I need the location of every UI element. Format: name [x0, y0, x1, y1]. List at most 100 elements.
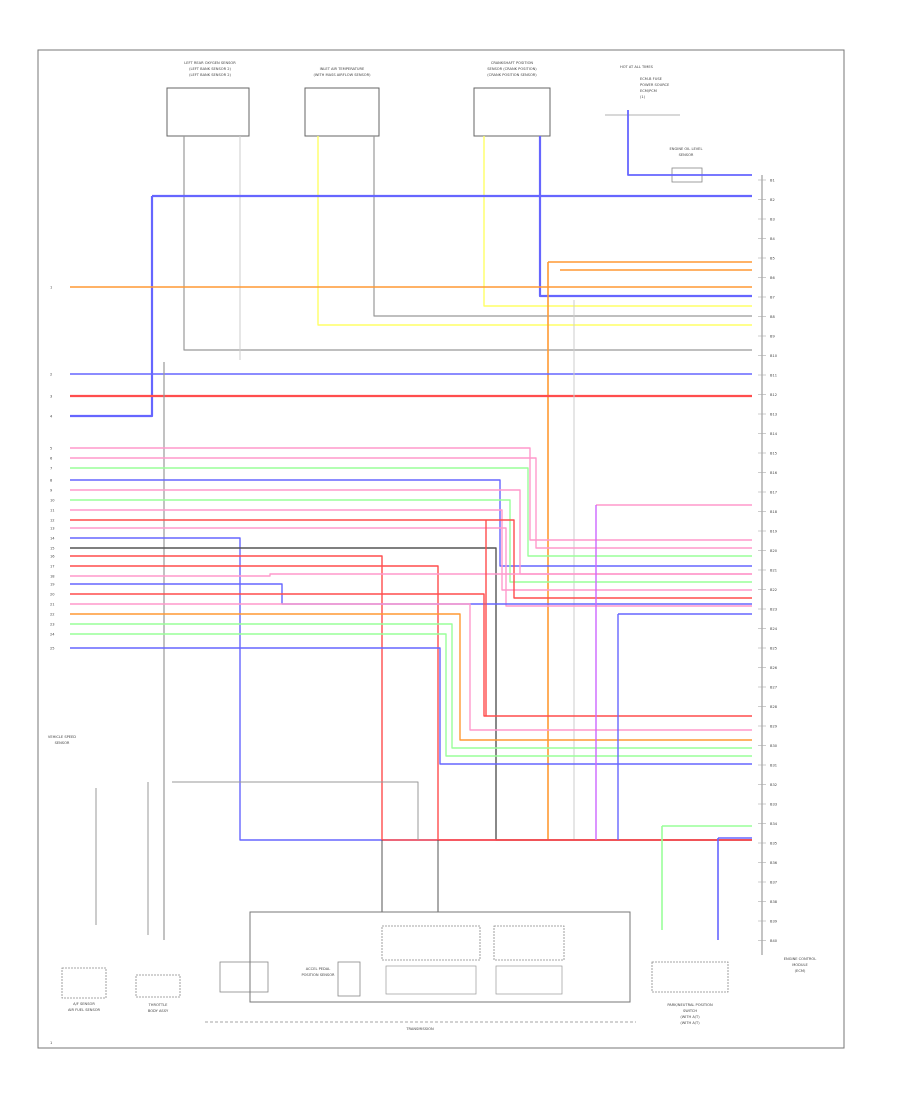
right-pin-label: B6	[770, 276, 775, 280]
wire-bundle-16	[70, 603, 752, 731]
component-vehicle-speed: VEHICLE SPEED SENSOR A/F SENSOR AIR FUEL…	[48, 735, 107, 1012]
right-pin-label: B1	[770, 179, 775, 183]
left-pin-label: 10	[50, 499, 55, 503]
component-left-oxygen-sensor: LEFT REAR OXYGEN SENSOR (LEFT BANK SENSO…	[166, 61, 250, 137]
right-pin-label: B22	[770, 588, 777, 592]
label-line: ACCEL PEDAL	[306, 967, 330, 971]
label-line: (CRANK POSITION SENSOR)	[487, 73, 537, 77]
right-pin-label: B10	[770, 354, 778, 358]
component-transmission: TRANSMISSION	[205, 911, 636, 1031]
right-pin-label: B9	[770, 335, 775, 339]
wire-o2-a	[183, 136, 752, 351]
right-pin-label: B37	[770, 881, 777, 885]
left-pin-label: 6	[50, 457, 53, 461]
left-pin-label: 8	[50, 479, 53, 483]
right-pin-label: B19	[770, 530, 778, 534]
label-line: LEFT REAR OXYGEN SENSOR	[184, 61, 236, 65]
left-pin-label: 7	[50, 467, 52, 471]
wire-bundle-1	[70, 457, 752, 549]
right-pin-label: B20	[770, 549, 778, 553]
wire-iat-b	[373, 136, 752, 317]
wire-ckp-b	[538, 136, 752, 298]
right-pin-label: B3	[770, 218, 775, 222]
component-engine-oil: ENGINE OIL LEVEL SENSOR	[670, 147, 703, 183]
wire-bundle-5	[70, 499, 752, 583]
wire-bundle-6	[70, 509, 752, 591]
left-pin-label: 3	[50, 395, 52, 399]
right-pin-label: B38	[770, 900, 778, 904]
wire-bundle-3	[70, 479, 752, 567]
left-pin-labels: 1234567891011121314151617181920212223242…	[50, 286, 55, 651]
label-line: CRANKSHAFT POSITION	[491, 61, 534, 65]
right-pin-label: B12	[770, 393, 777, 397]
wire-iat-a	[317, 136, 752, 326]
page-reference: 1	[50, 1041, 52, 1045]
left-pin-label: 19	[50, 583, 55, 587]
wire-bundle-10	[70, 547, 752, 841]
component-throttle-actuator: THROTTLE BODY ASSY	[135, 974, 181, 1013]
right-pin-label: B14	[770, 432, 778, 436]
right-pin-label: B25	[770, 647, 777, 651]
right-pin-label: B34	[770, 822, 778, 826]
label-line: ECM-B FUSE	[640, 77, 663, 81]
left-pin-label: 18	[50, 575, 55, 579]
label-line: (WITH A/T)	[680, 1021, 700, 1025]
right-pin-label: B26	[770, 666, 778, 670]
label-line: ECM/PCM	[640, 89, 657, 93]
right-pin-label: B35	[770, 842, 777, 846]
right-pin-label: B2	[770, 198, 775, 202]
right-pin-label: B18	[770, 510, 778, 514]
diagram-frame	[37, 49, 845, 1049]
left-pin-label: 21	[50, 603, 55, 607]
wire-bundle-7	[70, 519, 752, 599]
label-line: SENSOR	[55, 741, 70, 745]
right-pin-label: B27	[770, 686, 777, 690]
label-line: (LEFT BANK SENSOR 2)	[189, 73, 231, 77]
right-pin-label: B39	[770, 920, 778, 924]
label-line: (1)	[640, 95, 646, 99]
wire-bundle-8	[70, 527, 752, 607]
right-pin-label: B11	[770, 374, 777, 378]
component-park-neutral: PARK/NEUTRAL POSITION SWITCH (WITH A/T) …	[651, 961, 729, 1025]
label-line: ENGINE OIL LEVEL	[670, 147, 703, 151]
label-line: (LEFT BANK SENSOR 2)	[189, 67, 231, 71]
left-pin-label: 13	[50, 527, 55, 531]
left-pin-label: 17	[50, 565, 55, 569]
label-line: TRANSMISSION	[405, 1027, 434, 1031]
label-line: BODY ASSY	[148, 1009, 169, 1013]
right-pin-label: B32	[770, 783, 777, 787]
right-pin-label: B16	[770, 471, 778, 475]
right-pin-label: B23	[770, 608, 777, 612]
label-line: SENSOR (CRANK POSITION)	[487, 67, 537, 71]
wire-bundle-2	[70, 467, 752, 557]
wire-bundle-18	[70, 623, 752, 749]
left-pin-label: 20	[50, 593, 55, 597]
label-line: POSITION SENSOR	[301, 973, 335, 977]
left-pin-label: 5	[50, 447, 52, 451]
right-pin-label: B28	[770, 705, 778, 709]
ecm-connector-right: B1B2B3B4B5B6B7B8B9B10B11B12B13B14B15B16B…	[758, 175, 778, 955]
right-pin-label: B30	[770, 744, 778, 748]
right-pin-label: B4	[770, 237, 775, 241]
left-pin-label: 25	[50, 647, 55, 651]
right-pin-labels: B1B2B3B4B5B6B7B8B9B10B11B12B13B14B15B16B…	[758, 179, 778, 943]
wire-bundle-12	[70, 565, 752, 841]
wire-ckp-a	[483, 136, 752, 307]
right-pin-label: B40	[770, 939, 778, 943]
left-pin-label: 24	[50, 633, 55, 637]
wires	[70, 110, 752, 940]
component-hot-at-all-times: HOT AT ALL TIMES ECM-B FUSE POWER SOURCE…	[605, 65, 680, 116]
label-line: (WITH A/T)	[680, 1015, 700, 1019]
wire-bundle-0	[70, 447, 752, 541]
label-line: THROTTLE	[148, 1003, 169, 1007]
wire-bundle-17	[70, 613, 752, 741]
label-line: SENSOR	[679, 153, 694, 157]
component-crankshaft-sensor: CRANKSHAFT POSITION SENSOR (CRANK POSITI…	[473, 61, 551, 137]
left-pin-label: 22	[50, 613, 55, 617]
right-pin-label: B15	[770, 452, 777, 456]
wire-bundle-19	[70, 633, 752, 757]
label-line: AIR FUEL SENSOR	[68, 1008, 101, 1012]
right-pin-label: B7	[770, 296, 775, 300]
left-pin-label: 23	[50, 623, 55, 627]
